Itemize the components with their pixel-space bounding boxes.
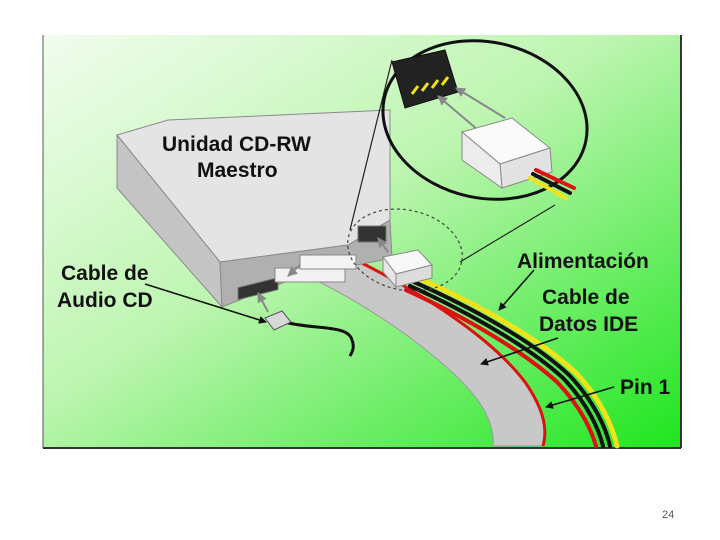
audio-cable-pointer [144,283,267,324]
zoom-callout-line-right [459,204,556,263]
zoom-socket-pins [410,76,450,95]
power-plug [382,249,433,289]
zoom-callout-line-left [349,59,393,231]
power-cable [404,275,620,449]
alignment-arrow-power [377,237,389,253]
drive-label-line2: Maestro [197,159,278,182]
ide-connector-port [274,267,346,283]
audio-cable-label-line1: Cable de [61,262,149,285]
power-label: Alimentación [517,250,649,273]
alignment-arrow-audio [257,292,269,313]
audio-cd-cable [264,310,355,357]
page-number: 24 [662,509,675,521]
alignment-arrow-ide [287,264,301,277]
zoomed-power-connector [381,39,589,201]
ide-cable-plug [299,254,357,270]
pin1-pointer [545,386,615,409]
ide-cable-label-line1: Cable de [542,286,630,309]
power-connector-port [357,225,387,243]
zoom-ellipse [381,39,589,201]
pin1-label: Pin 1 [620,376,671,399]
ide-cable-pointer [480,337,559,366]
drive-label-line1: Unidad CD-RW [162,133,311,156]
ide-cable-label-line2: Datos IDE [539,313,639,336]
zoom-plug-side [461,130,503,190]
cdrw-drive [116,109,393,309]
audio-cable-label-line2: Audio CD [57,289,153,312]
power-pointer [498,269,535,311]
zoom-alignment-arrow-1 [437,95,479,131]
zoom-plug-wires [528,168,576,200]
zoom-alignment-arrow-2 [455,87,506,119]
